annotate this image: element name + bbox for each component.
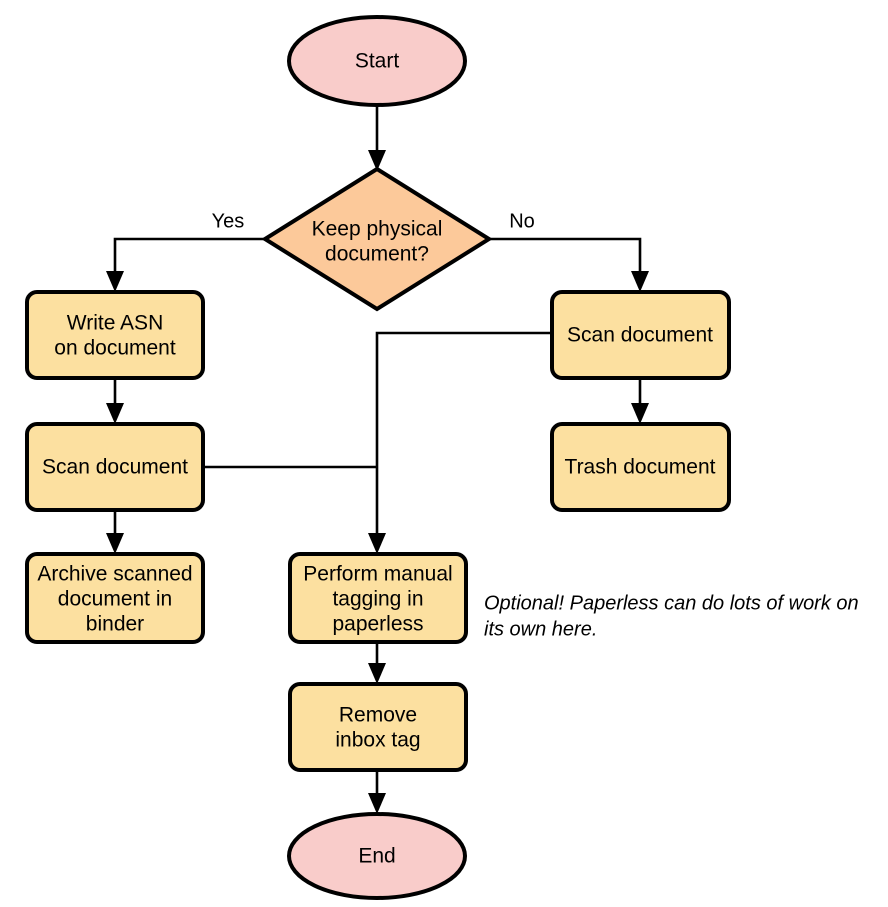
edge-scan-right-to-trash	[631, 378, 649, 424]
arrowhead-icon	[106, 403, 124, 424]
edge-path	[113, 237, 265, 283]
edge-label-no: No	[509, 210, 535, 232]
trash-document-label: Trash document	[565, 456, 716, 479]
annotation-layer: Optional! Paperless can do lots of work …	[484, 592, 859, 640]
node-end[interactable]: End	[287, 812, 467, 900]
scan-document-right-label: Scan document	[567, 324, 713, 347]
perform-manual-tagging-box[interactable]	[288, 552, 468, 644]
decision-label-line2: document?	[325, 243, 429, 266]
write-asn-label-line1: Write ASN	[67, 312, 163, 335]
arrowhead-icon	[106, 533, 124, 554]
edge-scan-right-to-tagging	[368, 331, 552, 554]
node-scan-document-right[interactable]: Scan document	[550, 290, 731, 380]
write-asn-label-line2: on document	[54, 337, 176, 360]
edge-scan-left-to-archive	[106, 510, 124, 554]
edge-start-to-decision	[368, 105, 386, 171]
arrowhead-icon	[631, 403, 649, 424]
archive-scanned-box[interactable]	[25, 552, 205, 644]
node-scan-document-left[interactable]: Scan document	[25, 422, 205, 512]
perform-manual-tagging-label-line2: tagging in	[332, 588, 423, 611]
start-label: Start	[355, 50, 400, 73]
end-label: End	[358, 845, 395, 868]
node-layer: Start Keep physical document? Write ASN …	[25, 15, 731, 900]
archive-scanned-label-line1: Archive scanned	[37, 563, 192, 586]
arrowhead-icon	[368, 150, 386, 171]
arrowhead-icon	[368, 533, 386, 554]
optional-note-line2: its own here.	[484, 618, 597, 640]
decision-diamond[interactable]	[261, 166, 493, 312]
node-archive-scanned[interactable]: Archive scanned document in binder	[25, 552, 205, 644]
edge-write-asn-to-scan-left	[106, 378, 124, 424]
decision-label-line1: Keep physical	[312, 218, 443, 241]
perform-manual-tagging-label-line1: Perform manual	[303, 563, 452, 586]
edge-decision-no: No	[489, 210, 649, 292]
node-trash-document[interactable]: Trash document	[550, 422, 731, 512]
arrowhead-icon	[631, 271, 649, 292]
optional-note-line1: Optional! Paperless can do lots of work …	[484, 592, 859, 614]
write-asn-box[interactable]	[25, 290, 205, 380]
edge-tagging-to-remove-inbox	[368, 642, 386, 684]
scan-document-right-box[interactable]	[550, 290, 731, 380]
archive-scanned-label-line3: binder	[86, 613, 144, 636]
node-start[interactable]: Start	[287, 15, 467, 107]
edge-path	[489, 237, 642, 283]
remove-inbox-tag-label-line2: inbox tag	[335, 729, 420, 752]
edge-decision-yes: Yes	[106, 210, 265, 292]
node-write-asn[interactable]: Write ASN on document	[25, 290, 205, 380]
remove-inbox-tag-box[interactable]	[288, 682, 468, 772]
arrowhead-icon	[368, 663, 386, 684]
scan-document-left-label: Scan document	[42, 456, 188, 479]
node-remove-inbox-tag[interactable]: Remove inbox tag	[288, 682, 468, 772]
trash-document-box[interactable]	[550, 422, 731, 512]
remove-inbox-tag-label-line1: Remove	[339, 704, 417, 727]
edge-label-yes: Yes	[212, 210, 245, 232]
scan-document-left-box[interactable]	[25, 422, 205, 512]
edge-remove-inbox-to-end	[368, 770, 386, 814]
arrowhead-icon	[106, 271, 124, 292]
start-ellipse[interactable]	[287, 15, 467, 107]
edge-layer: Yes No	[106, 105, 649, 814]
node-perform-manual-tagging[interactable]: Perform manual tagging in paperless	[288, 552, 468, 644]
archive-scanned-label-line2: document in	[58, 588, 172, 611]
end-ellipse[interactable]	[287, 812, 467, 900]
arrowhead-icon	[368, 793, 386, 814]
node-decision-keep-physical[interactable]: Keep physical document?	[261, 166, 493, 312]
edge-path	[375, 331, 552, 545]
perform-manual-tagging-label-line3: paperless	[332, 613, 423, 636]
